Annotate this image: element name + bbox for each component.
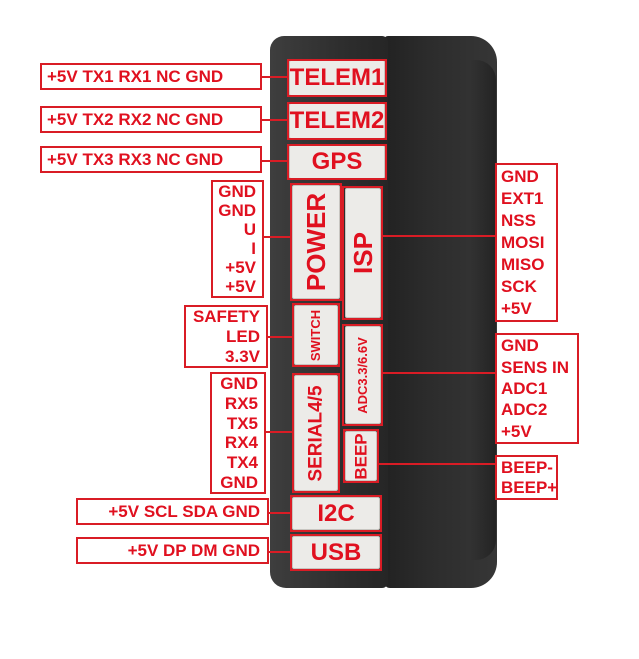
usb-frame <box>290 534 382 571</box>
beep-connector <box>345 431 377 481</box>
switch-pin: 3.3V <box>225 346 260 366</box>
isp-pin: MISO <box>501 255 545 275</box>
gps-frame <box>287 144 387 180</box>
power-pin: GND <box>218 182 256 201</box>
isp-pin: +5V <box>501 299 532 319</box>
adc-pin: GND <box>501 336 539 356</box>
i2c-leader-line <box>267 512 291 514</box>
isp-label-holder: ISP <box>342 186 383 320</box>
power-port-label: POWER <box>301 192 332 292</box>
adc-leader-line <box>382 372 497 374</box>
isp-pin: GND <box>501 166 539 186</box>
beep-label-holder: BEEP <box>343 429 379 483</box>
switch-leader-line <box>266 336 293 338</box>
usb-port-label: USB <box>310 539 362 566</box>
telem2-leader-line <box>260 119 289 121</box>
power-pin: U <box>243 220 256 239</box>
usb-leader-line <box>267 551 291 553</box>
switch-pin: SAFETY <box>192 307 260 327</box>
beep-leader-line <box>378 463 497 465</box>
switch-port-label: SWITCH <box>308 309 324 361</box>
telem1-frame <box>287 59 387 97</box>
power-pin: GND <box>218 201 256 220</box>
switch-label-holder: SWITCH <box>292 303 340 367</box>
i2c-connector <box>292 497 380 530</box>
isp-pin: EXT1 <box>501 188 544 208</box>
i2c-port-label: I2C <box>317 500 355 527</box>
telem2-port-label: TELEM2 <box>289 107 385 134</box>
power-frame <box>290 183 342 301</box>
serial-frame <box>292 373 340 493</box>
serial-pin: GND <box>220 472 258 492</box>
isp-frame <box>342 186 383 320</box>
adc-pin: +5V <box>501 421 532 441</box>
power-pin: I <box>251 239 256 258</box>
telem2-pinout: +5V TX2 RX2 NC GND <box>40 106 262 133</box>
adc-pin: ADC1 <box>501 378 548 398</box>
adc-port-label: ADC3.3/6.6V <box>355 336 370 414</box>
telem1-pinout: +5V TX1 RX1 NC GND <box>40 63 262 90</box>
beep-port-label: BEEP <box>351 432 371 480</box>
serial-pin: GND <box>220 374 258 394</box>
power-pin: +5V <box>225 277 256 296</box>
power-connector <box>292 185 340 299</box>
isp-pin: NSS <box>501 210 536 230</box>
device-side-shade <box>470 60 496 560</box>
isp-port-label: ISP <box>347 232 378 274</box>
switch-pin: LED <box>226 326 260 346</box>
telem1-leader-line <box>260 76 289 78</box>
adc-pin: SENS IN <box>501 357 570 377</box>
serial-port-label: SERIAL4/5 <box>305 384 327 482</box>
adc-label-holder: ADC3.3/6.6V <box>342 324 383 426</box>
beep-pin: BEEP- <box>501 457 553 477</box>
serial-pin: TX4 <box>226 452 258 472</box>
isp-pin: SCK <box>501 277 537 297</box>
adc-connector <box>345 326 381 424</box>
isp-connector <box>345 188 381 318</box>
gps-leader-line <box>260 160 289 162</box>
i2c-frame <box>290 495 382 532</box>
switch-frame <box>292 303 340 367</box>
isp-pin: MOSI <box>501 232 545 252</box>
usb-connector <box>292 536 380 569</box>
isp-leader-line <box>382 235 497 237</box>
serial-pin: RX4 <box>224 433 258 453</box>
power-label-holder: POWER <box>290 183 342 301</box>
beep-frame <box>343 429 379 483</box>
adc-pinout: GND SENS IN ADC1 ADC2 +5V <box>495 333 579 444</box>
power-leader-line <box>262 236 291 238</box>
gps-port-label: GPS <box>311 148 363 175</box>
beep-pin: BEEP+ <box>501 478 558 498</box>
switch-pinout: SAFETY LED 3.3V <box>184 305 268 368</box>
serial-pin: TX5 <box>226 413 258 433</box>
serial-pinout: GND RX5 TX5 RX4 TX4 GND <box>210 372 266 494</box>
adc-pin: ADC2 <box>501 400 548 420</box>
beep-pinout: BEEP- BEEP+ <box>495 455 558 500</box>
i2c-pinout: +5V SCL SDA GND <box>76 498 269 525</box>
serial-label-holder: SERIAL4/5 <box>292 373 340 493</box>
serial-pin: RX5 <box>224 393 258 413</box>
telem1-port-label: TELEM1 <box>289 64 385 91</box>
usb-pinout: +5V DP DM GND <box>76 537 269 564</box>
power-pinout: GND GND U I +5V +5V <box>211 180 264 298</box>
telem2-frame <box>287 102 387 140</box>
switch-connector <box>294 305 338 365</box>
isp-pinout: GND EXT1 NSS MOSI MISO SCK +5V <box>495 163 558 322</box>
device-side-panel <box>384 36 497 588</box>
adc-frame <box>342 324 383 426</box>
gps-pinout: +5V TX3 RX3 NC GND <box>40 146 262 173</box>
serial-connector <box>294 375 338 491</box>
serial-leader-line <box>264 431 293 433</box>
power-pin: +5V <box>225 258 256 277</box>
